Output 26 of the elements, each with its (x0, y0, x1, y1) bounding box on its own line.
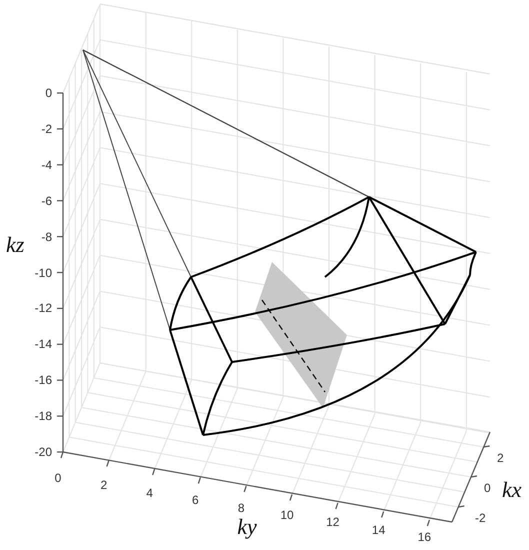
tick-label: -18 (34, 410, 52, 422)
tick-label: 4 (146, 486, 153, 499)
tick-label: -14 (34, 338, 52, 350)
tick-label: 8 (238, 502, 245, 514)
axis-title: kx (502, 479, 522, 501)
tick-label: 2 (100, 479, 108, 492)
tick-label: 0 (45, 87, 52, 99)
tick-label: 10 (280, 509, 294, 521)
tick-label: -20 (34, 446, 52, 458)
axis-title: kz (6, 234, 24, 256)
tick-label: -10 (34, 266, 52, 278)
tick-label: 14 (372, 524, 386, 536)
tick-label: 0 (484, 482, 491, 494)
tick-label: -2 (475, 512, 486, 524)
tick-label: -16 (34, 374, 52, 386)
tick-label: 12 (326, 516, 340, 528)
tick-label: 0 (54, 472, 62, 484)
tick-label: -4 (41, 158, 52, 171)
tick-label: 16 (418, 531, 432, 544)
tick-label: -8 (41, 230, 52, 243)
tick-label: 6 (192, 494, 199, 506)
tick-label: -2 (41, 122, 52, 135)
tick-label: -12 (34, 302, 52, 314)
tick-label: -6 (41, 194, 52, 207)
tick-label: 2 (497, 452, 504, 464)
axis-title: ky (237, 516, 257, 538)
